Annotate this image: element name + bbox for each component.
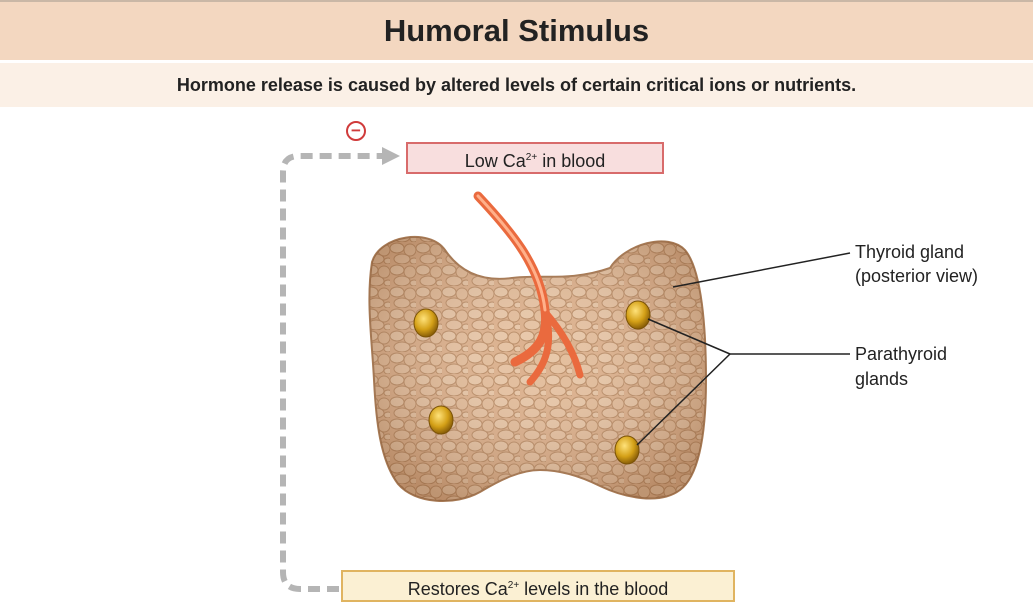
- parathyroid-label-line1: Parathyroid: [855, 342, 947, 366]
- stimulus-box: Low Ca2+ in blood: [406, 142, 664, 174]
- inhibition-symbol: −: [346, 121, 366, 141]
- stimulus-text-end: in blood: [537, 151, 605, 171]
- result-text-end: levels in the blood: [519, 579, 668, 599]
- thyroid-label-line2: (posterior view): [855, 264, 978, 288]
- stimulus-ion-charge: 2+: [526, 152, 537, 163]
- parathyroid-label-line2: glands: [855, 367, 908, 391]
- parathyroid-gland-lower-left: [429, 406, 453, 434]
- result-box: Restores Ca2+ levels in the blood: [341, 570, 735, 602]
- parathyroid-gland-upper-right: [626, 301, 650, 329]
- feedback-loop-line: [283, 156, 384, 589]
- result-text: Restores Ca: [408, 579, 508, 599]
- thyroid-leader-line: [673, 253, 850, 287]
- thyroid-label-line1: Thyroid gland: [855, 240, 964, 264]
- stimulus-text: Low Ca: [465, 151, 526, 171]
- feedback-arrowhead: [382, 147, 400, 165]
- parathyroid-gland-lower-right: [615, 436, 639, 464]
- parathyroid-gland-upper-left: [414, 309, 438, 337]
- result-ion-charge: 2+: [508, 580, 519, 591]
